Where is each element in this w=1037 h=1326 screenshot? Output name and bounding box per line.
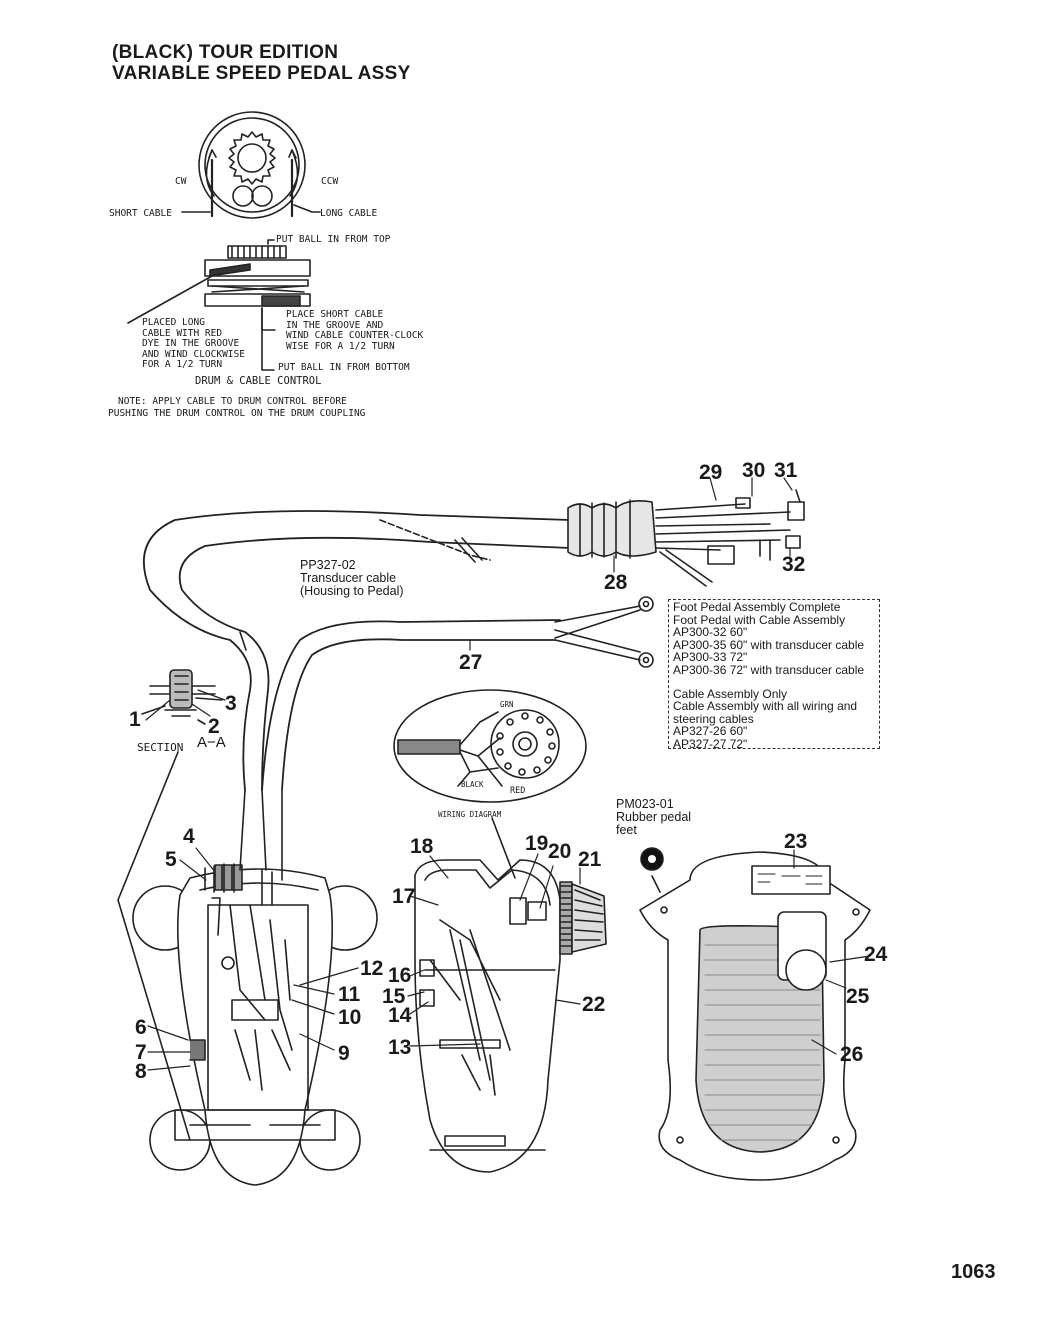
part-label: 24	[864, 943, 888, 966]
part-label: 15	[382, 985, 406, 1008]
part-label: 28	[604, 571, 628, 594]
part-label: 27	[459, 651, 483, 674]
part-label: 2	[208, 715, 220, 738]
part-label: 4	[183, 825, 195, 848]
info-line: Foot Pedal Assembly Complete	[673, 600, 841, 614]
part-label: 21	[578, 848, 602, 871]
middle-pedal	[414, 817, 607, 1173]
part-label: 26	[840, 1043, 864, 1066]
cable-assembly	[142, 489, 805, 791]
part-label: 9	[338, 1042, 350, 1065]
right-pedal	[639, 847, 871, 1181]
part-label: 25	[846, 985, 870, 1008]
part-label: 3	[225, 692, 237, 715]
transducer-description: (Housing to Pedal)	[300, 584, 404, 598]
wiring-inset	[393, 689, 587, 803]
part-label: 13	[388, 1036, 412, 1059]
ccw-label: CCW	[321, 176, 339, 187]
part-label: 23	[784, 830, 808, 853]
info-line: AP327-27 72"	[673, 736, 748, 751]
part-label: 16	[388, 964, 412, 987]
info-line: Cable Assembly with all wiring and	[673, 699, 858, 714]
part-label: 22	[582, 993, 606, 1016]
page-title-line2: VARIABLE SPEED PEDAL ASSY	[112, 63, 411, 84]
info-line: steering cables	[673, 711, 754, 726]
part-label: 5	[165, 848, 177, 871]
long-cable-label: LONG CABLE	[320, 208, 378, 219]
part-label: 29	[699, 461, 723, 484]
page-title-line1: (BLACK) TOUR EDITION	[112, 42, 339, 63]
part-label: 30	[742, 459, 766, 482]
part-label: 18	[410, 835, 434, 858]
left-pedal	[117, 751, 378, 1186]
transducer-name: Transducer cable	[300, 571, 397, 585]
part-label: 32	[782, 553, 806, 576]
wiring-diagram-title: WIRING DIAGRAM	[438, 810, 502, 819]
info-line: AP300-36 72" with transducer cable	[673, 662, 865, 677]
put-ball-bottom-label: PUT BALL IN FROM BOTTOM	[278, 362, 410, 373]
short-cable-label: SHORT CABLE	[109, 208, 172, 219]
note-line2: PUSHING THE DRUM CONTROL ON THE DRUM COU…	[108, 408, 366, 419]
put-ball-top-label: PUT BALL IN FROM TOP	[276, 234, 391, 245]
section-id: A−A	[197, 734, 226, 751]
part-label: 31	[774, 459, 798, 482]
drum-caption: DRUM & CABLE CONTROL	[195, 375, 322, 387]
info-line: Foot Pedal with Cable Assembly	[673, 612, 846, 627]
part-label: 10	[338, 1006, 362, 1029]
part-label: 1	[129, 708, 141, 731]
info-line: AP327-26 60"	[673, 724, 748, 739]
note-line1: NOTE: APPLY CABLE TO DRUM CONTROL BEFORE	[118, 396, 347, 407]
info-line: AP300-33 72"	[673, 650, 748, 665]
rubber-feet-part-number: PM023-01	[616, 797, 674, 811]
part-label: 14	[388, 1004, 412, 1027]
wire-red-label: RED	[510, 786, 526, 796]
info-line: AP300-32 60"	[673, 625, 748, 640]
rubber-feet-line1: Rubber pedal	[616, 810, 692, 824]
leader-lines	[145, 477, 871, 1071]
drum-gear	[228, 131, 276, 185]
place-short-cable-note: PLACE SHORT CABLE IN THE GROOVE AND WIND…	[286, 309, 424, 352]
part-label: 20	[548, 840, 572, 863]
transducer-part-number: PP327-02	[300, 558, 356, 572]
assembly-info-box: Foot Pedal Assembly Complete Foot Pedal …	[668, 599, 880, 751]
wire-grn-label: GRN	[500, 700, 514, 709]
drum-top-view	[181, 111, 321, 219]
part-label: 19	[525, 832, 549, 855]
part-label: 11	[338, 983, 361, 1006]
place-long-cable-note: PLACED LONG CABLE WITH RED DYE IN THE GR…	[142, 317, 245, 370]
wire-black-label: BLACK	[461, 780, 484, 789]
part-label: 6	[135, 1016, 147, 1039]
info-line: Cable Assembly Only	[673, 686, 788, 701]
page-number: 1063	[951, 1261, 996, 1283]
drum-side-view	[127, 239, 311, 371]
cw-label: CW	[175, 176, 187, 187]
section-label: SECTION	[137, 741, 184, 754]
part-label: 8	[135, 1060, 147, 1083]
info-line: AP300-35 60" with transducer cable	[673, 637, 865, 652]
section-a-a	[141, 669, 223, 725]
part-label: 7	[135, 1041, 147, 1064]
part-label: 17	[392, 885, 416, 908]
part-label: 12	[360, 957, 384, 980]
rubber-feet-line2: feet	[616, 823, 637, 837]
